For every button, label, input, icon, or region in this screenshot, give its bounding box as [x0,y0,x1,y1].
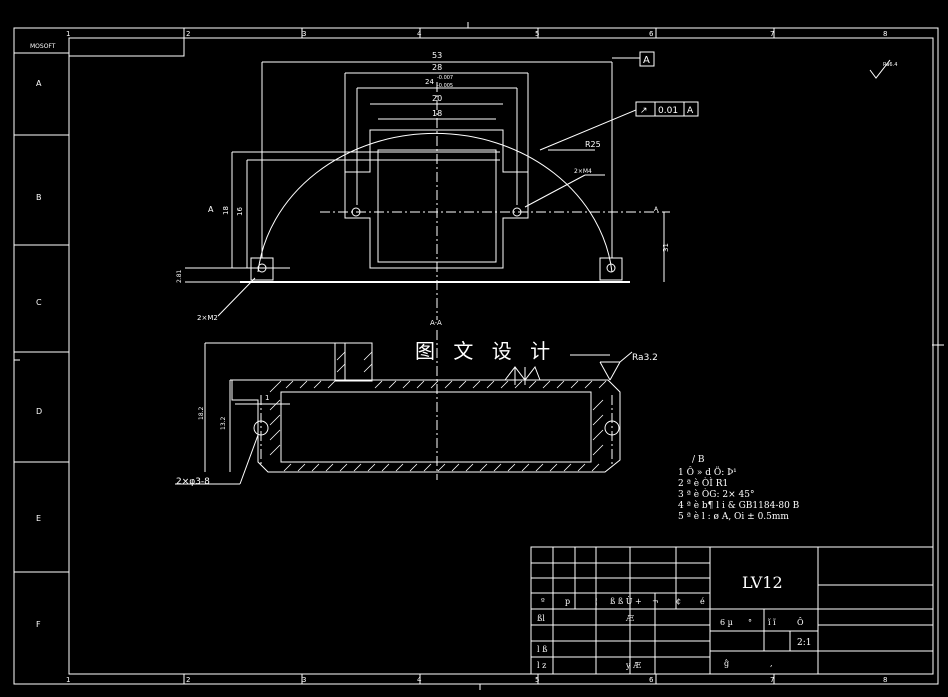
zone-left-C: C [36,298,42,307]
tb-row-7: é [700,597,705,606]
roughness-section: Ra3.2 [632,353,658,363]
tb-cell-7: ° [748,618,752,627]
tb-cell-10: ĝ [724,659,729,668]
dim-24-lower: -0.005 [437,83,453,89]
tb-row-4: ß ß Ü + [610,597,642,606]
section-view: A-A 1 2×φ3-8 13.2 18.2 Ra3.2 [175,319,658,487]
dim-31: 31 [662,243,670,252]
zone-left-E: E [36,514,41,523]
zone-left-F: F [36,620,41,629]
bottom-zone-row: 1 2 3 4 5 6 7 8 [66,674,887,684]
technical-notes: / B 1 Ô » d Ö: Þ¹ 2 ª è ÒÌ R1 3 ª è ÒG: … [678,455,800,522]
notes-title: / B [692,455,705,465]
top-view: A ↗ 0.01 A 53 28 24 -0.007 -0.005 20 18 … [176,51,699,322]
tb-cell-6: 6 µ [720,618,733,627]
top-zone-row: 1 2 3 4 5 6 7 8 [66,28,887,38]
zone-top-7: 7 [770,30,774,38]
zone-left-D: D [36,407,42,416]
dim-1: 1 [265,394,269,402]
notes-line-2: 2 ª è ÒÌ R1 [678,477,728,489]
datum-label: A [643,55,650,66]
tb-row-6: ¢ [676,597,681,606]
tolerance-frame [635,101,699,117]
dim-18v: 18 [222,206,230,215]
tb-cell-5: y Æ [625,661,641,670]
tb-cell-8: ĭ ĩ [768,618,776,627]
dim-2xm4: 2×M4 [574,168,592,175]
center-marks [14,22,944,690]
tb-row-1: º [541,597,545,606]
notes-line-1: 1 Ô » d Ö: Þ¹ [678,466,737,478]
outer-frame [13,27,939,685]
zone-bottom-1: 1 [66,676,70,684]
dim-2xphi3: 2×φ3-8 [176,477,210,487]
watermark: 图 文 设 计 [415,339,556,363]
tb-row-2: p [565,597,570,606]
notes-line-3: 3 ª è ÒG: 2× 45° [678,488,754,500]
tb-row-3: ¦ [595,597,598,606]
zone-top-2: 2 [186,30,190,38]
zone-top-6: 6 [649,30,654,38]
dim-24: 24 [425,78,434,86]
title-block: LV12 2:1 º p ¦ ß ß Ü + ¬ ¢ é ßl Æ l ß l … [530,546,934,675]
dim-18: 18 [432,109,442,118]
corner-label: MOSOFT [30,43,56,50]
notes-line-4: 4 ª è b¶ l i & GB1184-80 B [678,500,800,511]
dim-2xm2: 2×M2 [197,314,218,322]
inner-frame [68,37,934,675]
zone-bottom-8: 8 [883,676,887,684]
dim-16: 16 [236,207,244,216]
zone-top-4: 4 [417,30,422,38]
zone-bottom-4: 4 [417,676,422,684]
tolerance-symbol: ↗ [640,106,648,116]
roughness-top-label: Ra6.4 [883,62,897,68]
tolerance-value: 0.01 [658,106,678,116]
zone-top-5: 5 [535,30,539,38]
dim-r25: R25 [585,140,601,149]
tb-cell-1: ßl [537,614,545,623]
tb-cell-4: l z [537,661,546,670]
section-mark-right: A [654,206,659,213]
zone-left-B: B [36,193,42,202]
left-zone-column: MOSOFT A B C D E F [14,43,69,629]
code-box [68,37,185,57]
roughness-top: Ra6.4 [869,59,897,79]
zone-bottom-2: 2 [186,676,190,684]
dim-24-upper: -0.007 [437,75,453,81]
tb-cell-2: Æ [625,614,634,623]
dim-53: 53 [432,51,442,60]
zone-bottom-7: 7 [770,676,774,684]
section-mark-left: A [208,205,214,214]
dim-13-2: 13.2 [220,416,227,430]
tb-row-5: ¬ [652,597,659,606]
zone-bottom-3: 3 [302,676,306,684]
notes-line-5: 5 ª è l : ø A, Oi ± 0.5mm [678,511,789,522]
tb-cell-11: , [770,659,773,668]
scale-value: 2:1 [797,638,811,648]
zone-top-8: 8 [883,30,887,38]
dim-28: 28 [432,63,442,72]
zone-top-1: 1 [66,30,70,38]
section-title: A-A [430,319,442,327]
dim-18-2: 18.2 [198,406,205,420]
tb-cell-9: Ô [797,618,804,627]
zone-left-A: A [36,79,42,88]
zone-bottom-6: 6 [649,676,654,684]
part-name: LV12 [742,573,783,592]
zone-bottom-5: 5 [535,676,539,684]
dim-2-81: 2.81 [176,269,183,283]
tb-cell-3: l ß [537,645,547,654]
zone-top-3: 3 [302,30,306,38]
tolerance-datum: A [687,106,694,116]
datum-box [639,51,655,67]
dim-20: 20 [432,94,442,103]
